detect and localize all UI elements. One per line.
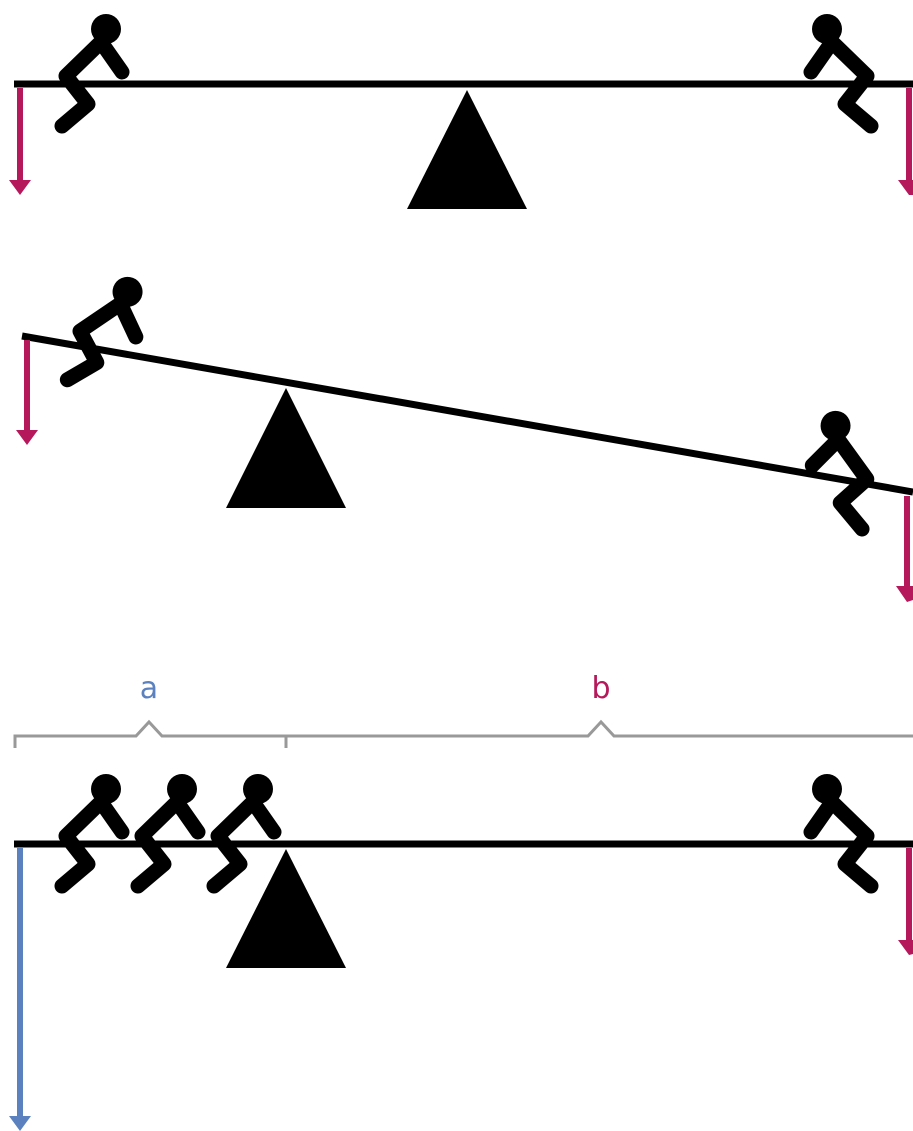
force-arrow-right xyxy=(896,496,913,602)
force-arrow-left-large xyxy=(9,848,31,1131)
panel-tilted xyxy=(16,269,913,602)
panel-balanced xyxy=(9,14,913,209)
panel-lever-balanced: a b xyxy=(9,671,913,1131)
person-left xyxy=(62,14,122,126)
beam xyxy=(21,332,913,496)
bracket-b xyxy=(286,719,913,738)
label-a: a xyxy=(140,671,158,706)
fulcrum-triangle xyxy=(226,388,346,508)
person-left xyxy=(67,269,146,390)
fulcrum-triangle xyxy=(407,90,527,209)
person-right xyxy=(811,14,871,126)
person-right xyxy=(803,408,882,529)
bracket-a xyxy=(13,719,288,748)
fulcrum-triangle xyxy=(226,849,346,968)
force-arrow-right xyxy=(898,88,913,195)
person-left-2 xyxy=(138,774,198,886)
person-left-3 xyxy=(214,774,274,886)
person-left-1 xyxy=(62,774,122,886)
force-arrow-left xyxy=(9,88,31,195)
force-arrow-left xyxy=(16,340,38,445)
force-arrow-right xyxy=(898,848,913,955)
label-b: b xyxy=(591,671,610,706)
person-right xyxy=(811,774,871,886)
